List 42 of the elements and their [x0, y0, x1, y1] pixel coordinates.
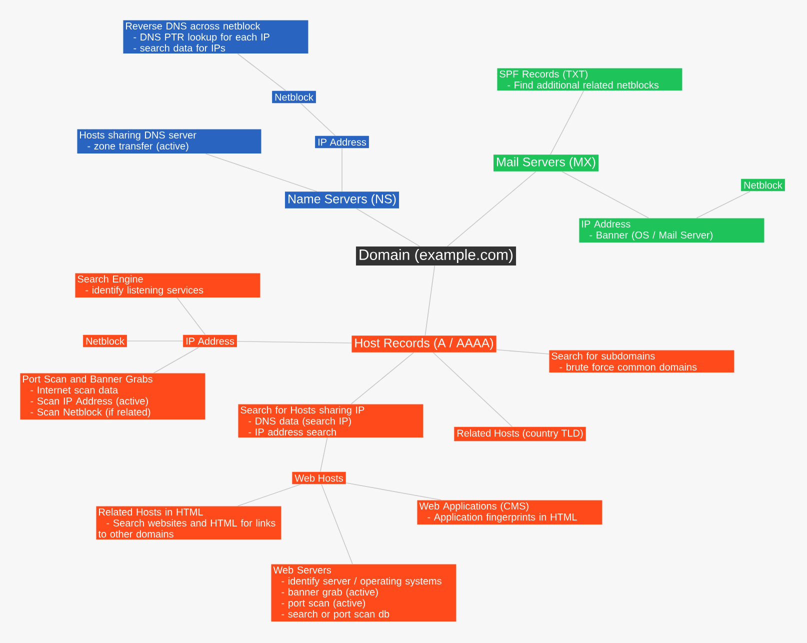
topic-label: IP Address — [183, 334, 237, 348]
connector-line — [496, 349, 550, 354]
connector-line — [176, 297, 206, 336]
connector-line — [550, 90, 584, 155]
connector-line — [237, 53, 286, 92]
topic-box: IP Address - Banner (OS / Mail Server) — [579, 218, 764, 243]
topic-box: Web Applications (CMS) - Application fingerprints in HTML — [417, 500, 602, 525]
topic-box: Search for Hosts sharing IP - DNS data (search IP) - IP address search — [238, 404, 424, 438]
topic-label: Domain (example.com) — [356, 246, 516, 266]
connector-line — [432, 352, 513, 428]
topic-label: Netblock — [741, 178, 785, 192]
connector-line — [237, 484, 301, 506]
connector-line — [562, 171, 650, 218]
topic-box: SPF Records (TXT) - Find additional related netblocks — [497, 68, 682, 91]
topic-box: Web Servers - identify server / operating systems - banner grab (active) - port scan (active) - search or port scan db — [271, 564, 456, 622]
connector-line — [350, 352, 414, 404]
connector-line — [126, 340, 184, 342]
topic-box: Related Hosts in HTML - Search websites and HTML for links to other domains — [96, 506, 282, 540]
connector-line — [424, 265, 436, 336]
topic-label: Web Hosts — [292, 472, 346, 484]
connector-line — [356, 208, 420, 247]
connector-line — [205, 153, 318, 192]
topic-label: Host Records (A / AAAA) — [352, 336, 496, 352]
topic-box: Hosts sharing DNS server - zone transfer (active) — [77, 129, 262, 154]
topic-label: Mail Servers (MX) — [494, 154, 598, 172]
connector-line — [153, 346, 200, 374]
topic-label: Related Hosts (country TLD) — [454, 426, 586, 442]
connector-line — [300, 102, 336, 136]
topic-box: Port Scan and Banner Grabs - Internet scan data - Scan IP Address (active) - Scan Netblock (if related) — [20, 373, 206, 420]
topic-label: Name Servers (NS) — [284, 192, 400, 208]
topic-box: Reverse DNS across netblock - DNS PTR lookup for each IP - search data for IPs — [123, 20, 308, 54]
connector-line — [236, 340, 352, 344]
topic-box: Search Engine - identify listening services — [75, 273, 260, 298]
connector-line — [447, 171, 536, 247]
topic-label: Netblock — [272, 90, 316, 104]
topic-box: Search for subdomains - brute force common domains — [549, 350, 734, 373]
topic-label: IP Address — [315, 136, 369, 148]
connector-line — [696, 190, 751, 218]
topic-label: Netblock — [83, 334, 127, 348]
connector-line — [320, 437, 328, 472]
connector-line — [321, 484, 353, 564]
connector-line — [346, 482, 442, 500]
